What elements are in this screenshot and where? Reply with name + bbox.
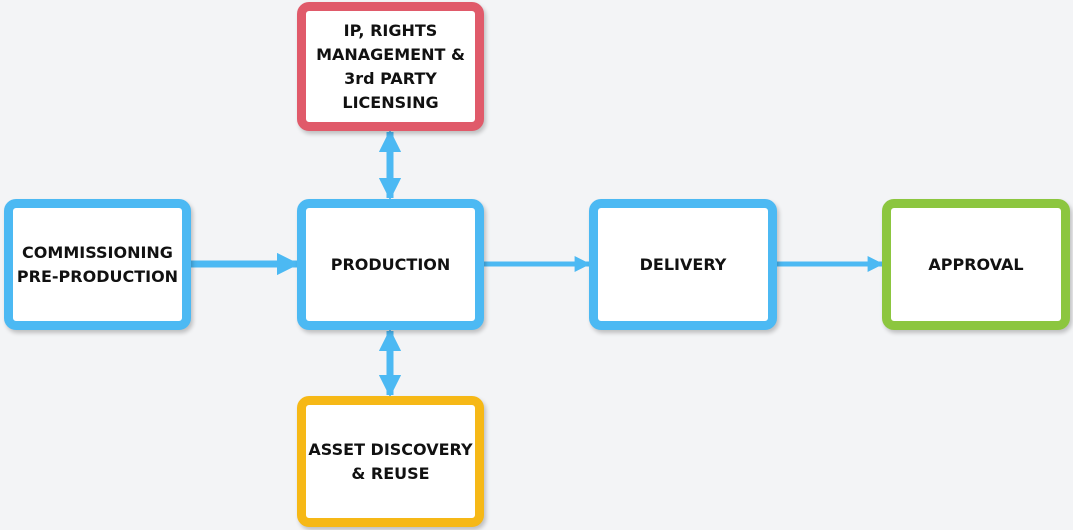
node-label: COMMISSIONING PRE-PRODUCTION [16,242,179,286]
node-delivery: DELIVERY [589,199,777,330]
node-ip-rights-licensing: IP, RIGHTS MANAGEMENT & 3rd PARTY LICENS… [297,2,484,131]
node-commissioning-pre-production: COMMISSIONING PRE-PRODUCTION [4,199,191,330]
node-label: ASSET DISCOVERY & REUSE [308,439,473,483]
node-label: APPROVAL [928,254,1024,274]
node-label: PRODUCTION [330,254,451,274]
node-production: PRODUCTION [297,199,484,330]
node-asset-discovery-reuse: ASSET DISCOVERY & REUSE [297,396,484,527]
node-label: IP, RIGHTS MANAGEMENT & 3rd PARTY LICENS… [316,20,465,112]
node-approval: APPROVAL [882,199,1070,330]
node-label: DELIVERY [639,254,727,274]
